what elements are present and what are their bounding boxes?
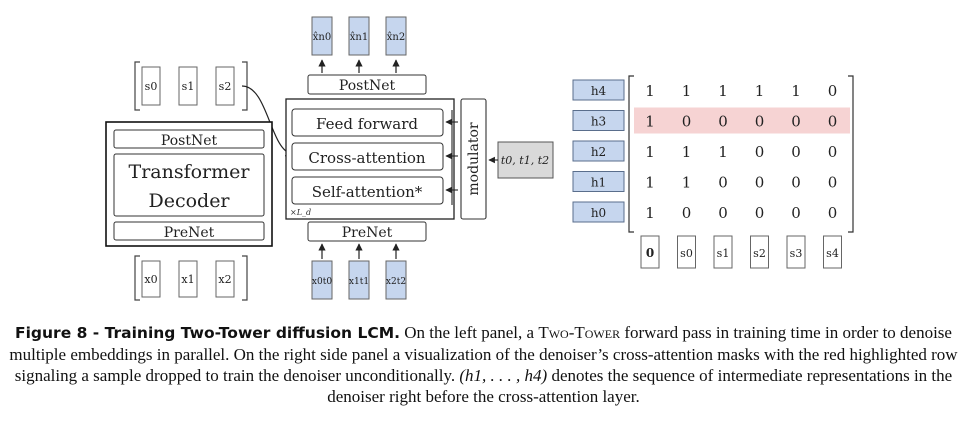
- caption-text: forward pass in training time in order t…: [9, 323, 958, 385]
- source-column-label: s2: [753, 247, 766, 260]
- timestep-label: t0, t1, t2: [501, 154, 549, 167]
- source-embedding: x1: [181, 273, 194, 286]
- decoder-prenet: PreNet: [164, 225, 215, 241]
- mask-value: 1: [645, 204, 655, 222]
- decoder-title: Decoder: [148, 190, 230, 212]
- source-embedding: x0: [144, 273, 157, 286]
- denoiser-outputs: x̂n0 x̂n1 x̂n2: [311, 16, 407, 73]
- sources-top-group: s0 s1 s2: [134, 61, 248, 111]
- self-attention-layer: Self-attention*: [312, 183, 423, 201]
- modulator-label: modulator: [466, 122, 482, 196]
- mask-value: 1: [682, 174, 692, 192]
- noisy-embedding: x0t0: [312, 277, 332, 287]
- layer-repeat-label: ×L_d: [290, 208, 311, 217]
- transformer-decoder: PostNet Transformer Decoder PreNet: [105, 121, 273, 247]
- decoder-postnet: PostNet: [161, 133, 218, 149]
- hidden-state-label: h1: [591, 176, 606, 190]
- source-column-box: [786, 235, 806, 269]
- hidden-state-box: [572, 171, 625, 192]
- mask-value: 1: [791, 82, 801, 100]
- source-column-label: s1: [717, 247, 730, 260]
- mask-value: 0: [718, 204, 728, 222]
- output-embedding: x̂n2: [387, 32, 405, 43]
- mask-value: 1: [755, 82, 765, 100]
- decoder-title: Transformer: [129, 161, 251, 183]
- hidden-state-label: h4: [591, 84, 607, 98]
- source-column-box: [750, 235, 769, 269]
- mask-value: 0: [682, 113, 692, 131]
- caption-dash: -: [87, 324, 105, 342]
- mask-value: 1: [682, 82, 692, 100]
- hidden-state-box: [572, 110, 625, 131]
- noisy-embedding: x1t1: [349, 277, 369, 287]
- denoiser-postnet: PostNet: [339, 78, 396, 94]
- mask-value: 0: [755, 174, 765, 192]
- mask-value: 1: [645, 143, 655, 161]
- output-embedding: x̂n1: [350, 32, 368, 43]
- figure-title: Training Two-Tower diffusion LCM.: [104, 324, 401, 342]
- mask-value: 0: [718, 174, 728, 192]
- mask-value: 1: [645, 113, 655, 131]
- mask-value: 0: [718, 113, 728, 131]
- source-embedding: s0: [145, 80, 158, 93]
- mask-value: 0: [791, 174, 801, 192]
- mask-value: 1: [645, 82, 655, 100]
- mask-value: 1: [682, 143, 692, 161]
- figure-label: Figure 8: [15, 324, 88, 342]
- mask-value: 1: [718, 82, 728, 100]
- mask-value: 0: [682, 204, 692, 222]
- figure-caption: Figure 8 - Training Two-Tower diffusion …: [6, 322, 961, 407]
- cross-attention-layer: Cross-attention: [308, 149, 426, 167]
- mask-value: 0: [828, 143, 838, 161]
- source-column-box: [640, 235, 660, 269]
- source-column-box: [677, 235, 696, 269]
- hidden-state-label: h2: [591, 145, 606, 159]
- mask-value: 0: [828, 82, 838, 100]
- source-column-box: [823, 235, 842, 269]
- mask-value: 0: [828, 204, 838, 222]
- hidden-state-label: h3: [591, 115, 606, 129]
- source-column-label: s3: [790, 247, 803, 260]
- noisy-embedding: x2t2: [386, 277, 406, 287]
- sources-bottom-group: x0 x1 x2: [134, 255, 248, 301]
- mask-value: 0: [755, 204, 765, 222]
- noisy-inputs: x0t0 x1t1 x2t2: [311, 243, 407, 300]
- source-column-label: s0: [680, 247, 693, 260]
- caption-math: (h1, . . . , h4): [459, 366, 548, 385]
- mask-value: 0: [791, 204, 801, 222]
- caption-text: On the left panel, a: [400, 323, 539, 342]
- denoiser-prenet: PreNet: [342, 225, 393, 241]
- feed-forward-layer: Feed forward: [316, 115, 418, 133]
- mask-value: 1: [718, 143, 728, 161]
- mask-value: 0: [828, 113, 838, 131]
- denoiser-block: Feed forward Cross-attention Self-attent…: [285, 98, 458, 220]
- mask-value: 0: [755, 143, 765, 161]
- caption-text: denotes the sequence of intermediate rep…: [327, 366, 953, 406]
- dropped-row-highlight: [634, 107, 850, 134]
- mask-value: 0: [791, 113, 801, 131]
- hidden-state-box: [572, 201, 625, 223]
- mask-value: 0: [755, 113, 765, 131]
- modulator: modulator: [460, 98, 487, 220]
- source-embedding: x2: [218, 273, 231, 286]
- mask-value: 0: [828, 174, 838, 192]
- hidden-state-box: [572, 140, 625, 162]
- mask-value: 0: [791, 143, 801, 161]
- figure-diagram: s0 s1 s2 PostNet Transformer Decoder Pre…: [105, 16, 854, 301]
- caption-model-name: Two-Tower: [538, 323, 621, 342]
- mask-value: 1: [645, 174, 655, 192]
- source-embedding: s1: [182, 80, 195, 93]
- hidden-state-box: [572, 79, 625, 101]
- source-embedding: s2: [219, 80, 232, 93]
- timestep-input: t0, t1, t2: [488, 141, 554, 179]
- source-column-label: s4: [826, 247, 839, 260]
- source-column-label: 0: [646, 246, 654, 260]
- output-embedding: x̂n0: [313, 32, 331, 43]
- hidden-state-label: h0: [591, 206, 606, 220]
- source-column-box: [713, 235, 733, 269]
- cross-attention-mask: h4 1 1 1 1 1 0 h3 1 0 0 0 0 0 h2 1 1 1 0 0 0 h1 1 1 0 0 0 0 h0 1 0 0 0 0 0…: [572, 75, 854, 269]
